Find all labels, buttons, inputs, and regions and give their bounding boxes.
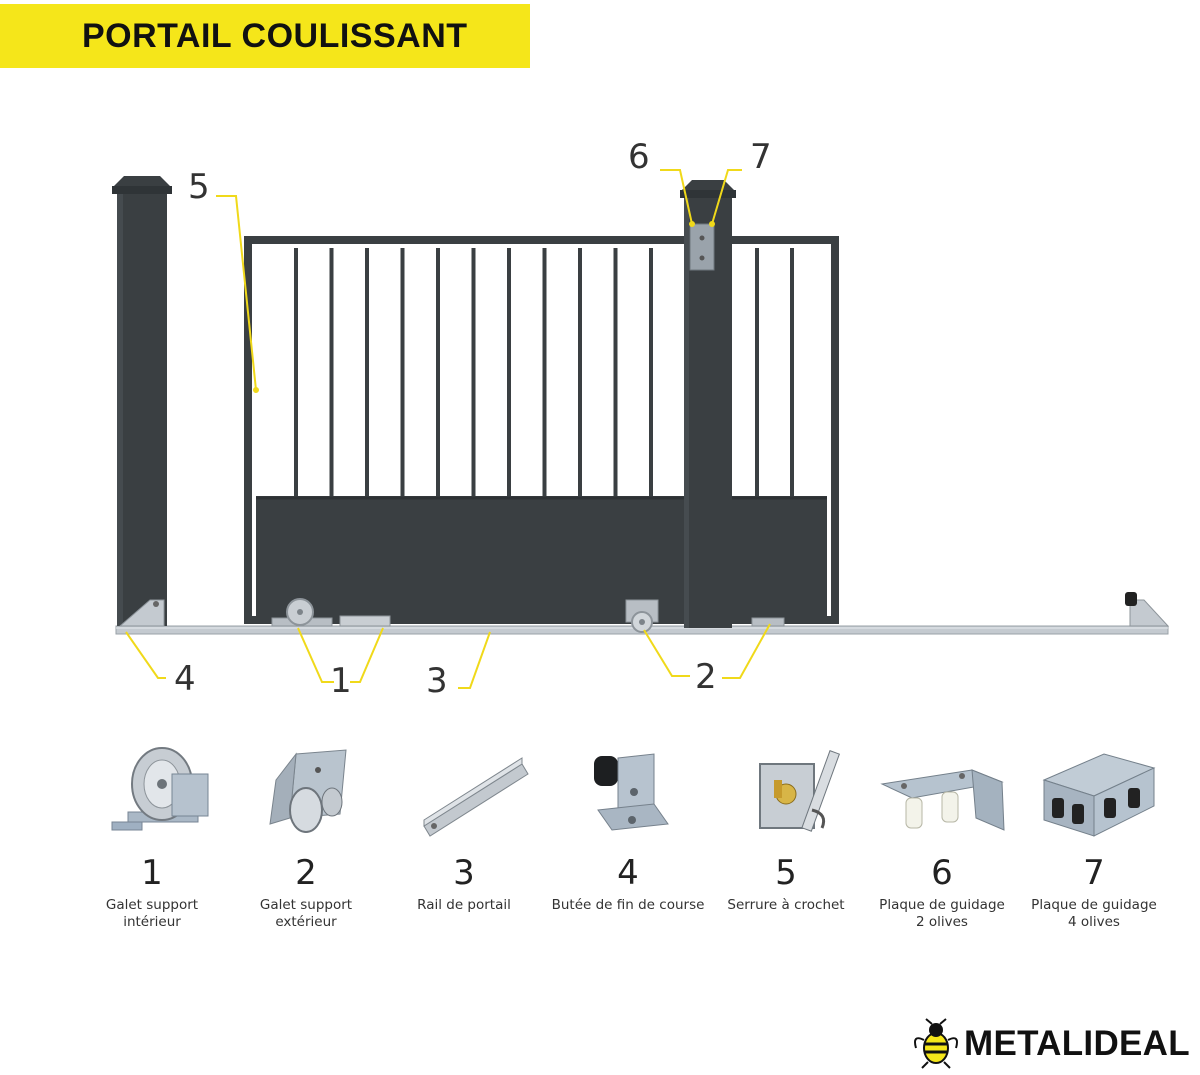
gate-bar [436,248,440,496]
title-banner: PORTAIL COULISSANT [0,4,530,68]
bee-mascot-icon [914,1018,958,1069]
left-post [112,176,172,626]
end-stop-right [1125,592,1170,627]
gate-diagram [112,169,1170,689]
outer-roller-2 [625,599,785,633]
callout-2: 2 [695,657,717,697]
part-number: 4 [617,853,639,893]
gate-bar [649,248,653,496]
gate-bar [365,248,369,496]
end-stop-icon [594,753,669,831]
part-number: 7 [1083,853,1105,893]
part-item-3: 3 Rail de portail [384,740,544,914]
center-post [680,180,736,628]
callout-5: 5 [188,167,210,207]
gate-bar [755,248,759,496]
callout-4: 4 [174,659,196,699]
parts-legend: 1 Galet support intérieur 2 Galet suppor… [0,740,1200,990]
leader-lines [125,169,771,689]
gate-bar [400,248,405,496]
part-label: Butée de fin de course [551,897,705,913]
guide-plate-4-icon [1042,753,1156,837]
part-item-4: 4 Butée de fin de course [548,740,708,914]
part-label: Serrure à crochet [727,897,845,913]
callout-7: 7 [750,137,772,177]
gate-bar [578,248,582,496]
page-title: PORTAIL COULISSANT [82,16,468,55]
callout-3: 3 [426,661,448,701]
part-label: Plaque de guidage 2 olives [879,897,1005,930]
gate-bar [329,248,334,496]
part-number: 1 [141,853,163,893]
part-number: 5 [775,853,797,893]
gate-bar [613,248,618,496]
end-stop-left [118,599,165,627]
part-label: Galet support extérieur [259,897,353,930]
part-label: Rail de portail [417,897,511,913]
brand-name: METALIDEAL [964,1024,1190,1063]
part-number: 2 [295,853,317,893]
leader-dots [253,221,715,393]
callout-1: 1 [330,661,352,701]
part-item-5: 5 Serrure à crochet [706,740,866,914]
guide-plate-2-icon [880,769,1005,831]
gate-bar [790,248,794,496]
roller-wheel-icon [111,747,209,831]
gate-bar [471,248,476,496]
part-number: 3 [453,853,475,893]
part-label: Galet support intérieur [105,897,199,930]
part-item-6: 6 Plaque de guidage 2 olives [862,740,1022,931]
rail-icon [423,757,529,837]
inner-roller-1 [271,598,391,627]
part-number: 6 [931,853,953,893]
part-item-2: 2 Galet support extérieur [226,740,386,931]
part-item-7: 7 Plaque de guidage 4 olives [1014,740,1174,931]
part-label: Plaque de guidage 4 olives [1031,897,1157,930]
gate-bar [294,248,298,496]
hook-lock-icon [759,750,841,832]
gate-bar [542,248,547,496]
brand-logo: METALIDEAL [912,1018,1190,1070]
gate-bar [507,248,511,496]
callout-6: 6 [628,137,650,177]
part-item-1: 1 Galet support intérieur [72,740,232,931]
outer-roller-icon [269,749,347,833]
sliding-gate [244,236,839,624]
